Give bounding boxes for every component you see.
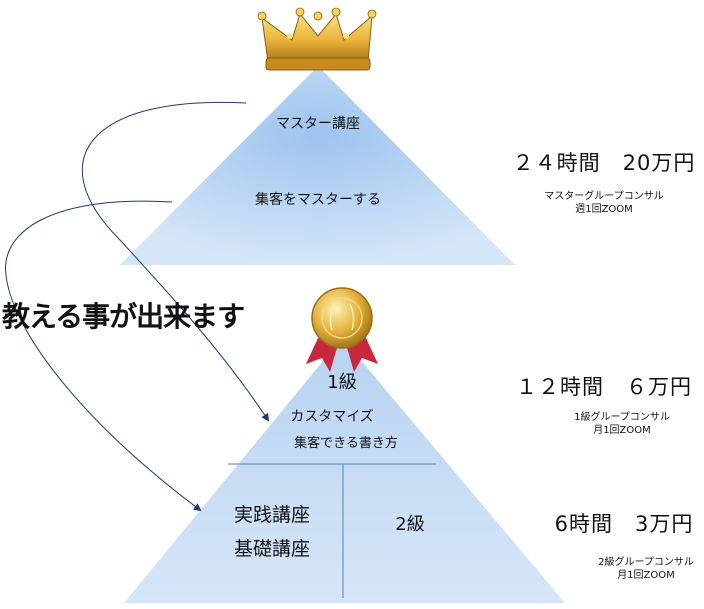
top-tier-title: マスター講座 — [276, 116, 360, 132]
side-label: 教える事が出来ます — [2, 300, 245, 333]
middle-tier-title: 1級 — [327, 372, 357, 393]
top-tier-note: マスターグループコンサル 週1回ZOOM — [544, 190, 663, 216]
middle-tier-subtitle-1: カスタマイズ — [290, 409, 374, 425]
middle-tier-price: １２時間 ６万円 — [516, 375, 692, 399]
middle-tier-note-line-2: 月1回ZOOM — [593, 425, 651, 436]
top-tier-price: ２４時間 20万円 — [512, 151, 696, 175]
arrow-master-to-customize — [81, 101, 270, 422]
bottom-tier-right-label: 2級 — [395, 514, 425, 535]
bottom-tier-left-line-1: 実践講座 — [233, 504, 311, 526]
middle-tier-subtitle-2: 集客できる書き方 — [294, 436, 398, 451]
bottom-tier-left-line-2: 基礎講座 — [233, 538, 311, 560]
gold-medal-icon — [306, 287, 378, 372]
top-tier-note-line-1: マスターグループコンサル — [544, 191, 664, 202]
middle-tier-note-line-1: 1級グループコンサル — [574, 412, 670, 423]
lower-pyramid-triangle — [124, 338, 565, 603]
crown-icon — [257, 7, 377, 71]
bottom-tier-note-line-2: 月1回ZOOM — [617, 570, 675, 581]
top-tier-triangle — [120, 66, 515, 265]
bottom-tier-price: 6時間 3万円 — [554, 512, 694, 536]
bottom-tier-note: 2級グループコンサル 月1回ZOOM — [598, 556, 694, 582]
bottom-tier-note-line-1: 2級グループコンサル — [598, 557, 694, 568]
middle-tier-note: 1級グループコンサル 月1回ZOOM — [574, 411, 670, 437]
arrow-marketing-to-practice — [5, 200, 202, 512]
top-tier-note-line-2: 週1回ZOOM — [575, 204, 633, 215]
top-tier-subtitle: 集客をマスターする — [255, 192, 381, 208]
